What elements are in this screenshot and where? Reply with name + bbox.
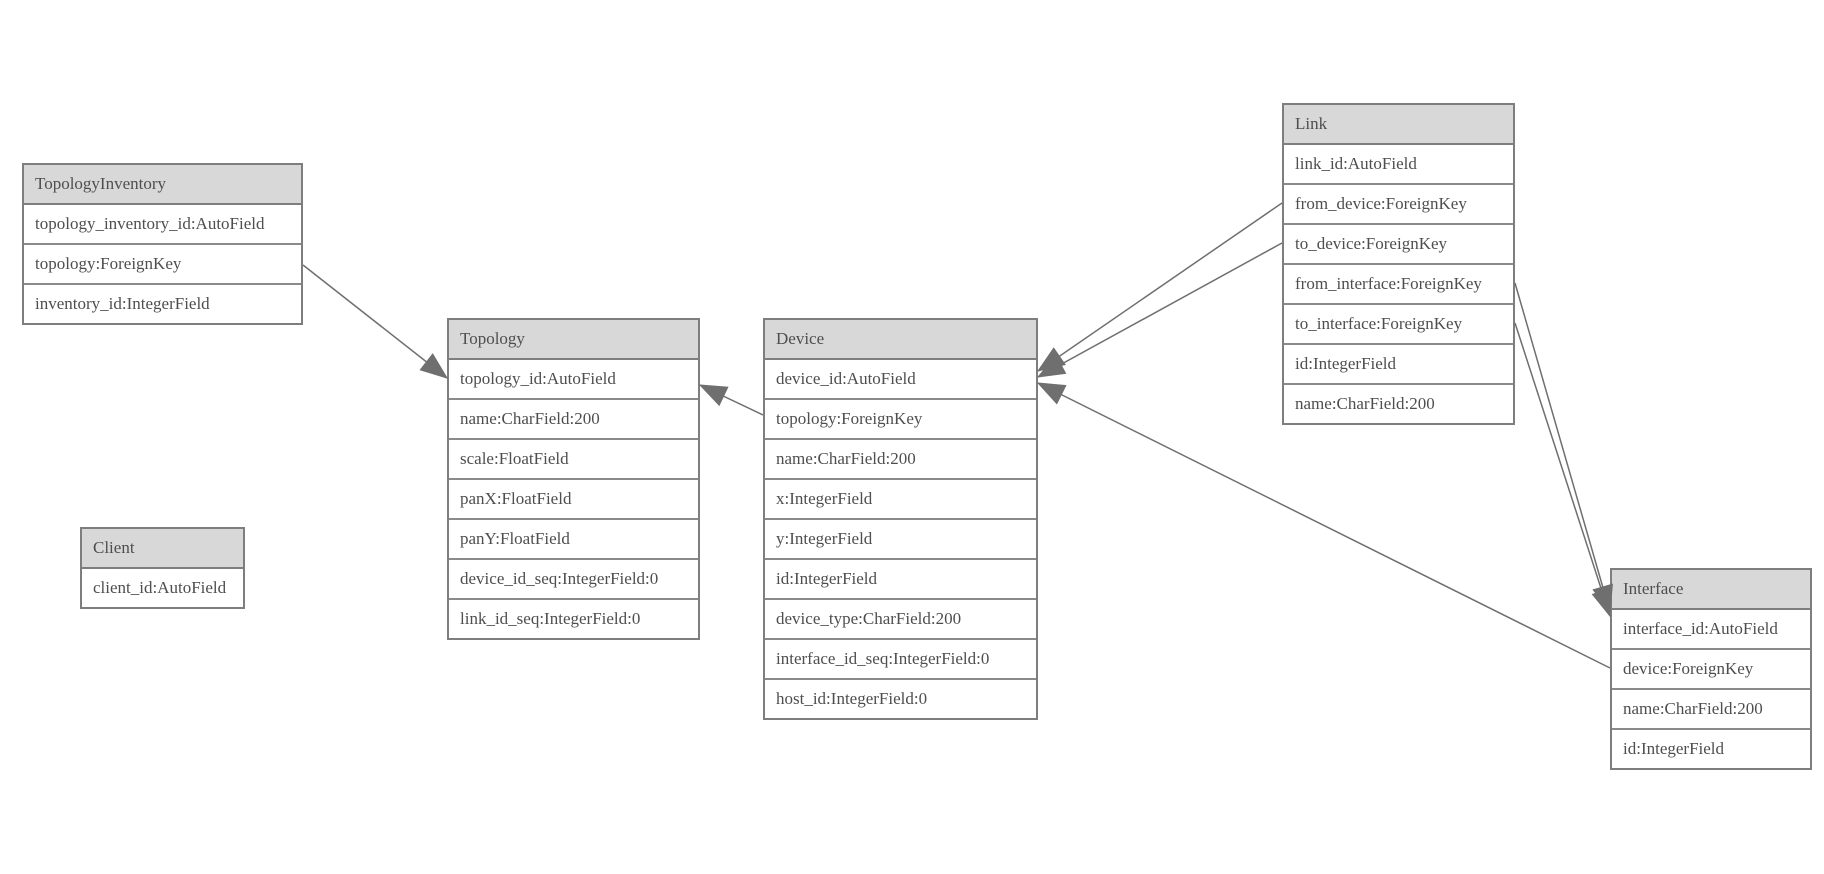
entity-title: Link <box>1284 105 1513 145</box>
entity-link: Link link_id:AutoField from_device:Forei… <box>1282 103 1515 425</box>
field-row: inventory_id:IntegerField <box>24 285 301 323</box>
entity-topologyinventory: TopologyInventory topology_inventory_id:… <box>22 163 303 325</box>
entity-title: Interface <box>1612 570 1810 610</box>
arrowhead-icon <box>698 384 729 407</box>
field-row: panX:FloatField <box>449 480 698 520</box>
field-row: device_type:CharField:200 <box>765 600 1036 640</box>
field-row: scale:FloatField <box>449 440 698 480</box>
arrowhead-icon <box>1591 587 1613 618</box>
entity-topology: Topology topology_id:AutoField name:Char… <box>447 318 700 640</box>
field-row: panY:FloatField <box>449 520 698 560</box>
field-row: id:IntegerField <box>1284 345 1513 385</box>
field-row: interface_id:AutoField <box>1612 610 1810 650</box>
field-row: link_id_seq:IntegerField:0 <box>449 600 698 638</box>
relationship-line-link-todevice-device <box>1037 242 1283 378</box>
field-row: client_id:AutoField <box>82 569 243 607</box>
field-row: interface_id_seq:IntegerField:0 <box>765 640 1036 680</box>
entity-title: Topology <box>449 320 698 360</box>
field-row: id:IntegerField <box>765 560 1036 600</box>
field-row: device_id_seq:IntegerField:0 <box>449 560 698 600</box>
arrowhead-icon <box>1036 354 1067 378</box>
entity-title: TopologyInventory <box>24 165 301 205</box>
field-row: topology_id:AutoField <box>449 360 698 400</box>
arrowhead-icon <box>1036 382 1067 405</box>
relationship-line-device-topology <box>699 384 764 416</box>
field-row: topology:ForeignKey <box>24 245 301 285</box>
field-row: x:IntegerField <box>765 480 1036 520</box>
field-row: topology_inventory_id:AutoField <box>24 205 301 245</box>
relationship-line-topologyinventory-topology <box>302 264 448 379</box>
field-row: name:CharField:200 <box>1284 385 1513 423</box>
field-row: to_interface:ForeignKey <box>1284 305 1513 345</box>
field-row: y:IntegerField <box>765 520 1036 560</box>
field-row: name:CharField:200 <box>449 400 698 440</box>
entity-interface: Interface interface_id:AutoField device:… <box>1610 568 1812 770</box>
field-row: name:CharField:200 <box>1612 690 1810 730</box>
field-row: topology:ForeignKey <box>765 400 1036 440</box>
relationship-line-link-fromdevice-device <box>1037 202 1283 372</box>
arrowhead-icon <box>419 353 449 379</box>
field-row: link_id:AutoField <box>1284 145 1513 185</box>
field-row: device_id:AutoField <box>765 360 1036 400</box>
entity-device: Device device_id:AutoField topology:Fore… <box>763 318 1038 720</box>
field-row: to_device:ForeignKey <box>1284 225 1513 265</box>
arrowhead-icon <box>1036 347 1066 372</box>
field-row: from_device:ForeignKey <box>1284 185 1513 225</box>
entity-title: Client <box>82 529 243 569</box>
field-row: host_id:IntegerField:0 <box>765 680 1036 718</box>
relationship-line-link-frominterface-interface <box>1514 282 1611 613</box>
entity-client: Client client_id:AutoField <box>80 527 245 609</box>
field-row: name:CharField:200 <box>765 440 1036 480</box>
field-row: device:ForeignKey <box>1612 650 1810 690</box>
field-row: from_interface:ForeignKey <box>1284 265 1513 305</box>
relationship-line-interface-device <box>1037 382 1611 669</box>
relationship-line-link-tointerface-interface <box>1514 322 1611 617</box>
entity-title: Device <box>765 320 1036 360</box>
field-row: id:IntegerField <box>1612 730 1810 768</box>
